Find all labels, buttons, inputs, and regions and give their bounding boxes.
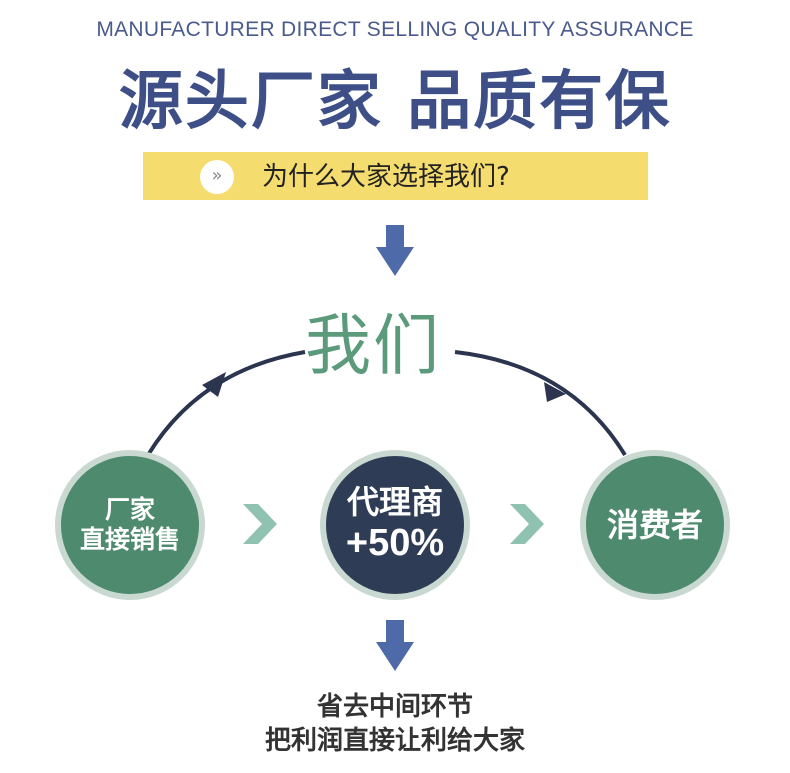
agent-circle: 代理商 +50% xyxy=(320,450,470,600)
agent-label: 代理商 xyxy=(346,483,443,521)
direct-sales-label: 直接销售 xyxy=(79,525,180,554)
consumer-circle: 消费者 xyxy=(580,450,730,600)
chevron-right-icon xyxy=(510,504,544,544)
we-label: 我们 xyxy=(305,307,441,384)
curved-arrow-right-icon xyxy=(454,350,627,457)
agent-markup-label: +50% xyxy=(345,522,445,565)
bottom-line-2: 把利润直接让利给大家 xyxy=(264,726,525,756)
double-chevron-right-icon: » xyxy=(200,160,234,194)
chevron-right-icon xyxy=(243,504,277,544)
page-title: 源头厂家 品质有保 xyxy=(118,65,672,139)
factory-label: 厂家 xyxy=(104,495,155,524)
banner-question: 为什么大家选择我们? xyxy=(262,162,510,192)
bottom-line-1: 省去中间环节 xyxy=(316,692,473,722)
english-tagline: MANUFACTURER DIRECT SELLING QUALITY ASSU… xyxy=(96,18,694,41)
down-arrow-icon xyxy=(376,225,414,276)
down-arrow-icon xyxy=(376,620,414,671)
factory-direct-circle: 厂家 直接销售 xyxy=(55,450,205,600)
consumer-label: 消费者 xyxy=(606,505,703,544)
curved-arrow-left-icon xyxy=(146,350,306,457)
